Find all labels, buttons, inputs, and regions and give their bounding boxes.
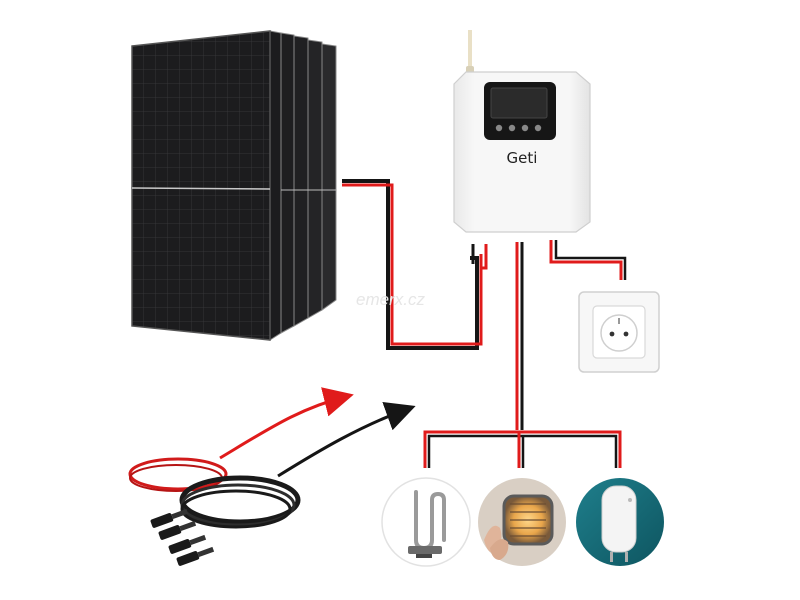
black-arrow (278, 408, 410, 476)
watermark: emerx.cz (356, 290, 425, 309)
charge-controller-icon: Geti (454, 30, 590, 232)
space-heater-icon (478, 478, 566, 566)
red-arrow (220, 396, 348, 458)
controller-brand-label: Geti (507, 149, 538, 167)
solar-panel-icon (132, 31, 336, 340)
cable-coil-icon (130, 459, 298, 527)
wall-socket-icon (579, 292, 659, 372)
water-heater-icon (576, 478, 664, 566)
heating-element-icon (382, 478, 470, 566)
